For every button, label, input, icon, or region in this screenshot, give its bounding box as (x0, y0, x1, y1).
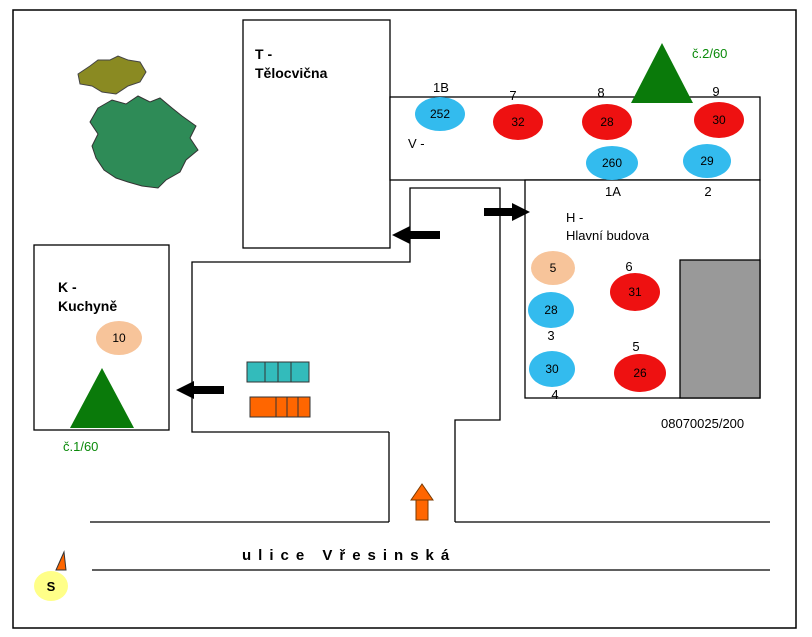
rack-teal-icon (246, 361, 310, 383)
marker-6-id: 6 (625, 259, 632, 274)
marker-1a: 260 1A (586, 146, 638, 199)
telocvicna-code: T - (255, 46, 272, 62)
marker-3-value: 28 (544, 303, 558, 317)
arrow-left-icon (392, 226, 440, 244)
kuchyne-code: K - (58, 279, 77, 295)
tree-1-icon (70, 368, 134, 428)
bush-large-icon (89, 95, 199, 189)
marker-2: 29 2 (683, 144, 731, 199)
tree-2-icon (631, 43, 693, 103)
marker-5-red-value: 26 (633, 366, 647, 380)
marker-1a-id: 1A (605, 184, 621, 199)
marker-9: 30 9 (694, 84, 744, 138)
marker-7: 32 7 (493, 88, 543, 140)
telocvicna-name: Tělocvična (255, 65, 328, 81)
bush-small-icon (77, 55, 147, 95)
marker-9-value: 30 (712, 113, 726, 127)
marker-7-id: 7 (509, 88, 516, 103)
rack-orange-icon (249, 396, 311, 418)
street-label: ulice Vřesinská (242, 547, 456, 564)
marker-1a-value: 260 (602, 156, 622, 170)
arrow-up-entrance-icon (410, 483, 434, 521)
marker-2-id: 2 (704, 184, 711, 199)
marker-8: 28 8 (582, 85, 632, 140)
arrow-left-kitchen-icon (176, 381, 224, 399)
marker-6-value: 31 (628, 285, 642, 299)
marker-1b-value: 252 (430, 107, 450, 121)
marker-3: 28 3 (528, 292, 574, 343)
marker-4: 30 4 (529, 351, 575, 402)
marker-9-id: 9 (712, 84, 719, 99)
tree-1-label: č.1/60 (63, 439, 98, 454)
north-marker: S (34, 550, 68, 601)
marker-5-peach-value: 5 (550, 261, 557, 275)
marker-kitchen: 10 (96, 321, 142, 355)
marker-2-value: 29 (700, 154, 714, 168)
marker-5-peach: 5 (531, 251, 575, 285)
building-telocvicna (242, 19, 391, 249)
tree-2-label: č.2/60 (692, 46, 727, 61)
corridor-code: V - (408, 136, 425, 151)
marker-1b-id: 1B (433, 80, 449, 95)
hlavni-code: H - (566, 210, 583, 225)
marker-4-value: 30 (545, 362, 559, 376)
marker-8-id: 8 (597, 85, 604, 100)
marker-1b: 252 1B (415, 80, 465, 131)
parcel-code: 08070025/200 (661, 416, 744, 431)
kuchyne-name: Kuchyně (58, 298, 117, 314)
arrow-right-icon (484, 203, 530, 221)
marker-8-value: 28 (600, 115, 614, 129)
north-label: S (47, 579, 56, 594)
marker-3-id: 3 (547, 328, 554, 343)
hlavni-name: Hlavní budova (566, 228, 650, 243)
gray-annex (679, 259, 761, 399)
yard-path-outline (191, 187, 501, 522)
marker-kitchen-value: 10 (112, 331, 126, 345)
marker-7-value: 32 (511, 115, 525, 129)
map-frame (12, 9, 797, 629)
north-arrow-icon (55, 550, 67, 571)
marker-5-red: 26 5 (614, 339, 666, 392)
marker-6: 31 6 (610, 259, 660, 311)
marker-5-red-id: 5 (632, 339, 639, 354)
marker-4-id: 4 (551, 387, 558, 402)
